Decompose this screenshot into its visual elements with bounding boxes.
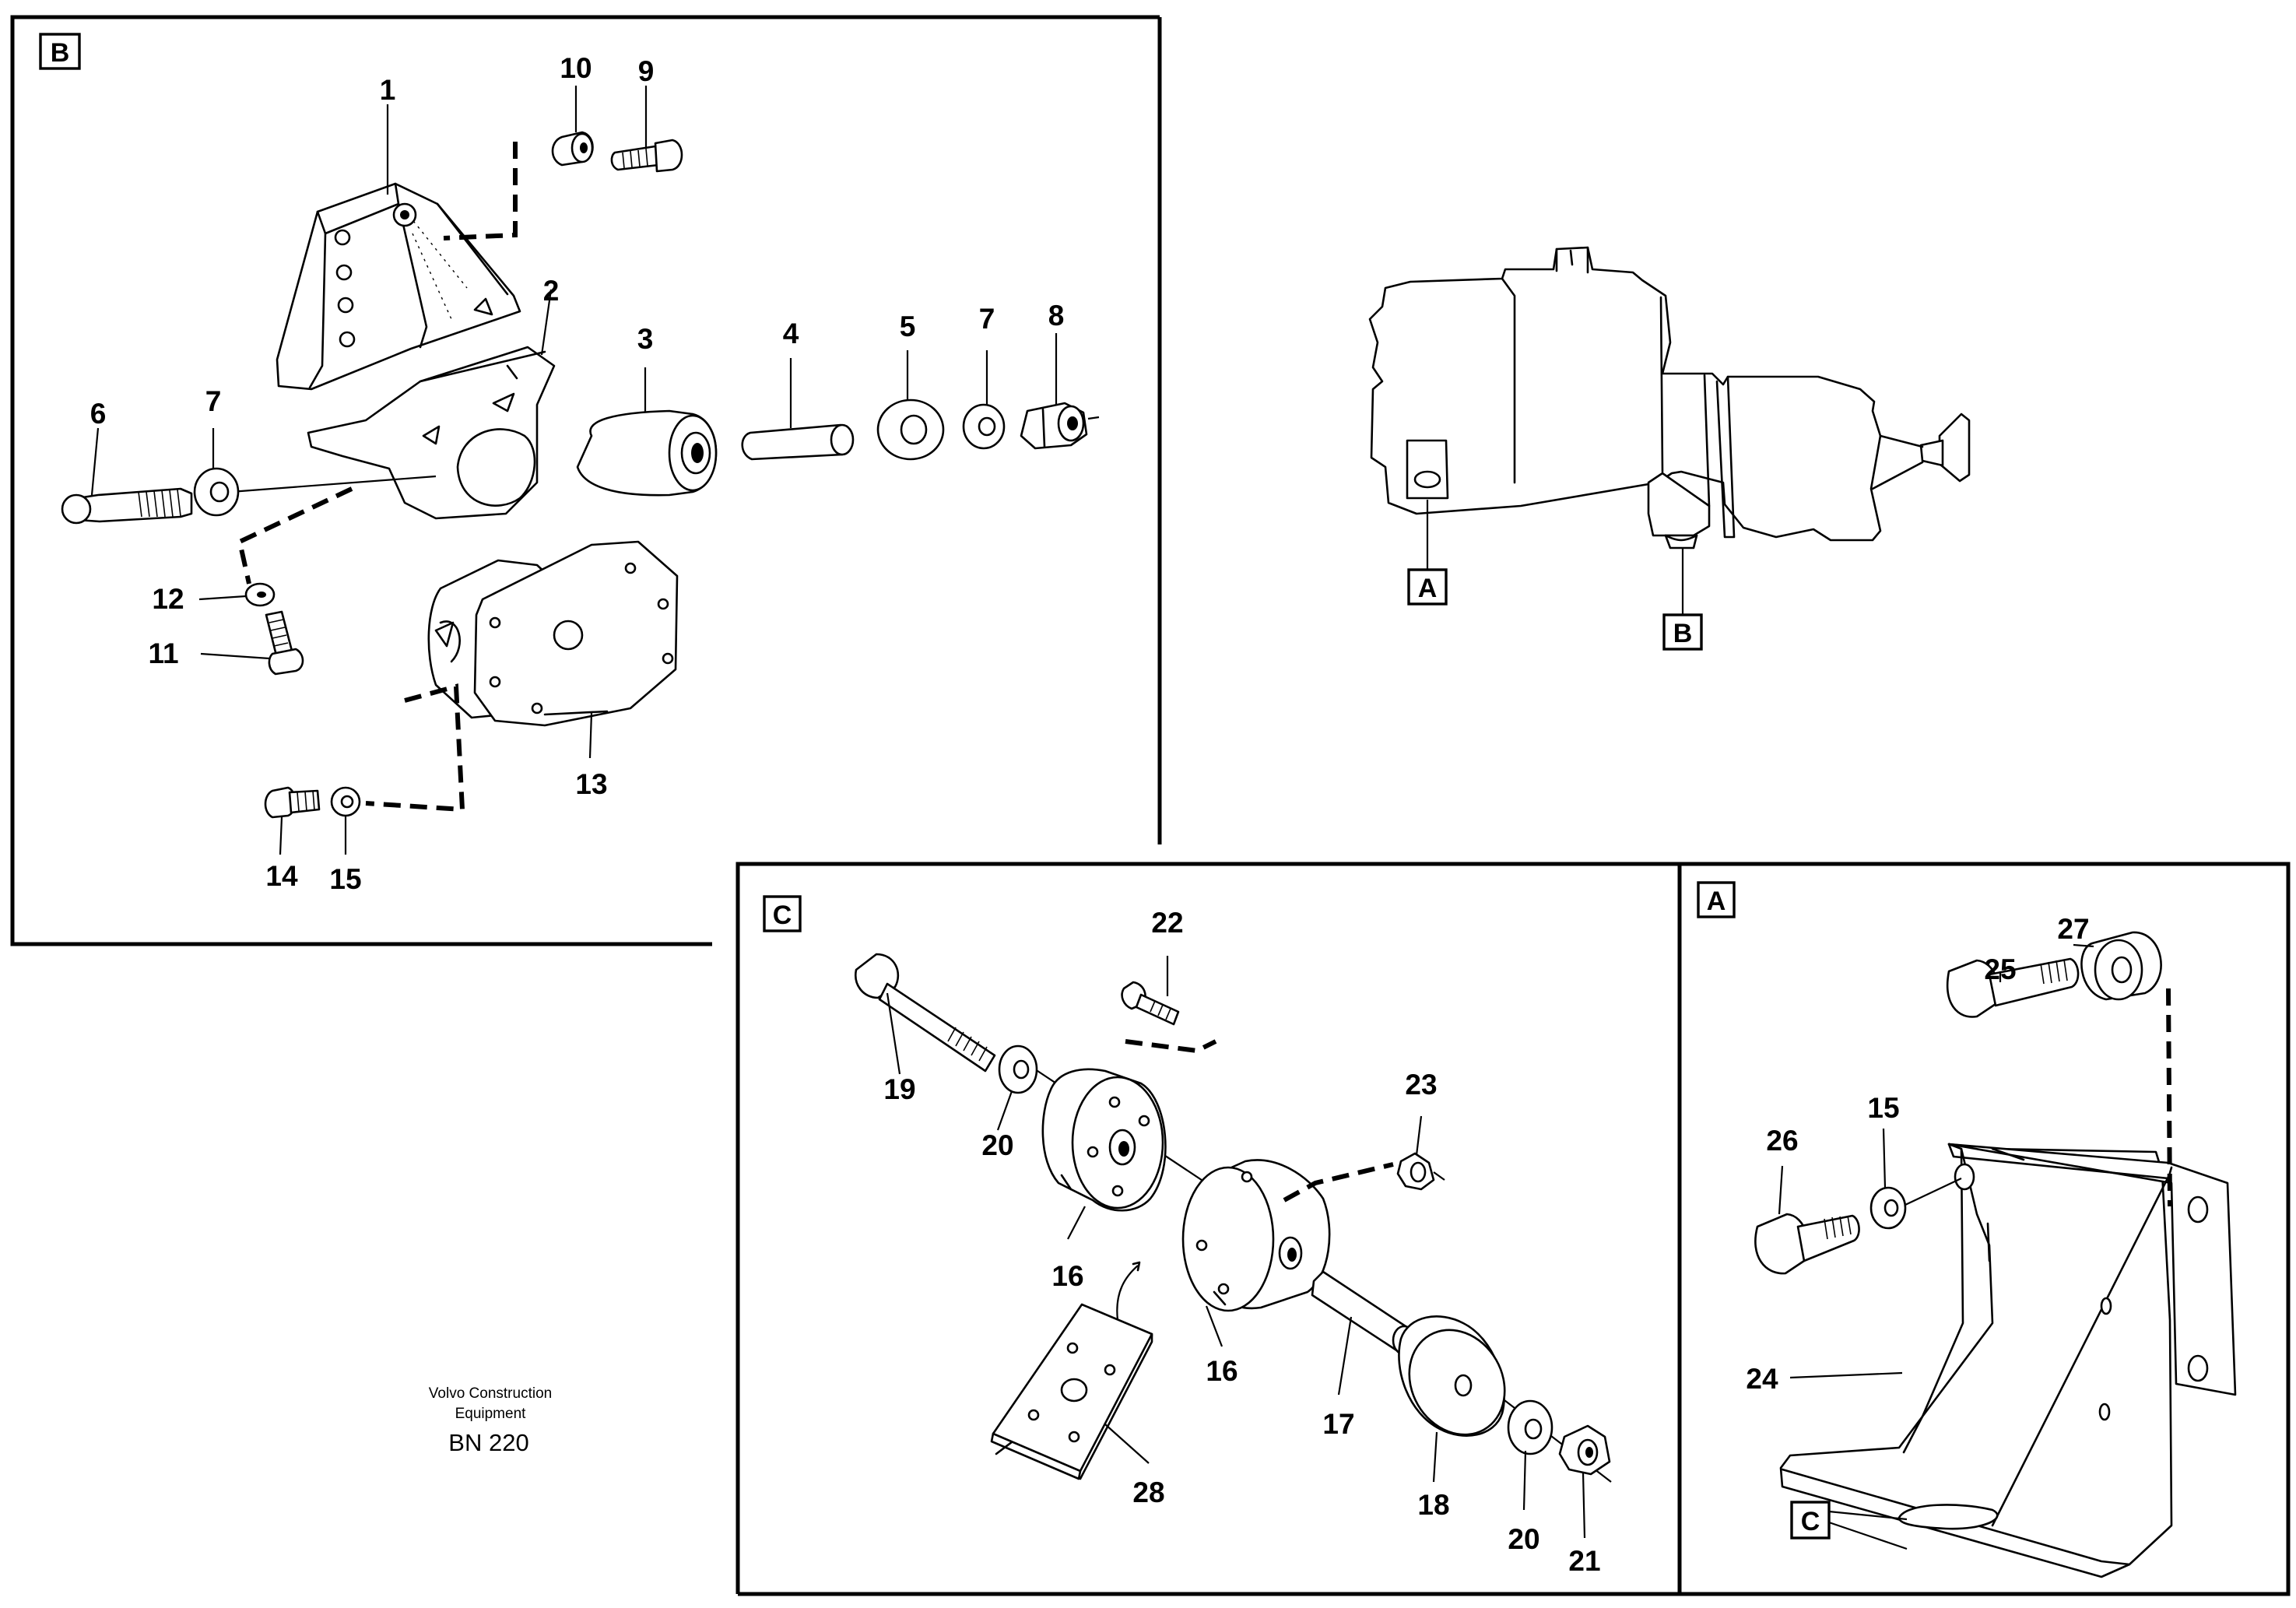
part-20-washer-upper [998,1044,1038,1094]
callout-6: 6 [90,398,107,430]
callout-15-panel-a: 15 [1867,1092,1899,1124]
overview-ref-a-box [1407,568,1448,606]
callout-12: 12 [152,583,184,615]
part-26-bolt [1754,1213,1860,1275]
panel-a-ref-c-box [1790,1501,1831,1540]
part-7-washer-right [962,403,1006,450]
caption-line-2: Equipment [455,1406,527,1422]
part-9-screw [610,139,683,173]
callout-14: 14 [265,860,298,892]
part-18-rubber-pad [1398,1315,1506,1437]
part-19-bolt [855,953,996,1073]
part-12-washer [244,582,276,607]
part-15-washer-panel-a [1869,1186,1907,1230]
callout-7-left: 7 [205,385,222,417]
callout-16-lower: 16 [1206,1355,1238,1387]
callout-3: 3 [637,323,654,355]
part-2-lower-bracket [307,346,556,520]
part-15-washer [330,786,361,817]
overview-ref-b-box [1662,613,1703,651]
part-4-sleeve [741,423,855,461]
part-21-nut [1558,1424,1611,1476]
part-5-washer [876,398,945,461]
callout-26: 26 [1766,1125,1798,1157]
caption-line-1: Volvo Construction [429,1385,552,1402]
part-10-spacer [551,131,594,167]
callout-17: 17 [1322,1408,1354,1440]
callout-9: 9 [638,55,655,87]
part-16-disc-upper [1041,1068,1167,1212]
part-24-bracket [1779,1143,2237,1578]
part-8-nut [1020,402,1088,450]
callout-16-upper: 16 [1051,1260,1083,1292]
callout-10: 10 [560,52,592,84]
callout-20-upper: 20 [981,1129,1013,1161]
part-6-bolt [61,487,193,525]
callout-28: 28 [1132,1476,1164,1508]
overview-transmission: A B [1368,246,1971,651]
panel-frames [10,15,2291,1596]
part-3-bushing [576,409,718,497]
callout-5: 5 [900,311,916,342]
callout-19: 19 [883,1073,915,1105]
part-7-washer-left [193,467,240,517]
callout-11: 11 [148,637,178,669]
caption-code: BN 220 [448,1429,528,1456]
callout-25: 25 [1984,953,2016,985]
part-1-upper-bracket [276,182,521,391]
callout-13: 13 [575,768,607,800]
callout-4: 4 [783,318,799,349]
part-20-washer-lower [1507,1399,1553,1455]
callout-21: 21 [1568,1545,1600,1577]
part-11-screw [265,610,304,676]
part-22-screw [1121,981,1180,1026]
part-16-disc-lower [1181,1159,1331,1312]
panel-a: A [1697,881,2237,1578]
callout-15-panel-b: 15 [329,863,361,895]
callout-23: 23 [1405,1069,1437,1101]
callout-27: 27 [2057,913,2089,945]
panel-c-label-box [763,895,802,932]
panel-b-label-box [39,33,81,70]
callout-22: 22 [1151,907,1183,939]
panel-c: C [763,895,1612,1577]
overview-ref-b: B [1673,619,1693,648]
publisher-caption: Volvo Construction Equipment BN 220 [429,1385,552,1456]
panel-b: B [39,33,1100,895]
callout-8: 8 [1048,300,1065,332]
panel-b-label: B [51,38,70,68]
panel-a-ref-c: C [1801,1507,1820,1536]
callout-24: 24 [1746,1363,1778,1395]
part-25-bolt [1947,957,2080,1018]
callout-20-lower: 20 [1508,1523,1539,1555]
part-28-shim-plate [990,1261,1153,1480]
callout-1: 1 [380,74,396,106]
part-27-spacer [2080,931,2162,1001]
callout-18: 18 [1417,1489,1449,1521]
callout-2: 2 [543,275,560,307]
part-14-screw [264,786,321,819]
panel-c-label: C [773,901,792,930]
part-13-rubber-mount [427,540,679,727]
part-23-nut [1396,1152,1445,1191]
panel-a-label-box [1697,881,1736,918]
panel-a-label: A [1707,887,1726,916]
overview-ref-a: A [1418,574,1438,603]
callout-7-right: 7 [979,303,995,335]
